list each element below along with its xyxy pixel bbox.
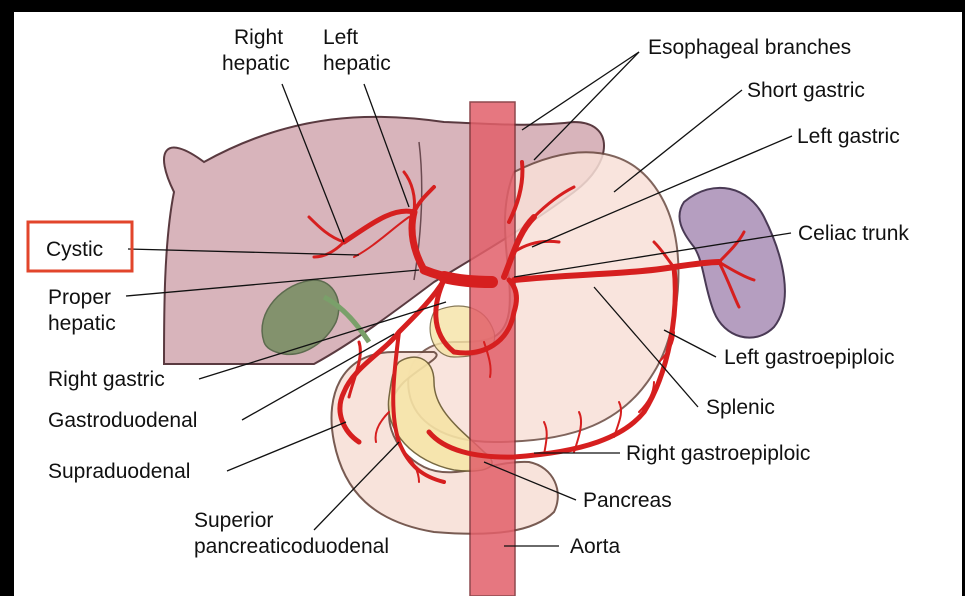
label-supraduodenal: Supraduodenal bbox=[48, 460, 190, 483]
aorta-shape bbox=[470, 102, 515, 596]
label-left-hepatic-line2: hepatic bbox=[323, 52, 391, 75]
anatomy-svg: Right hepatic Left hepatic Esophageal br… bbox=[14, 12, 962, 596]
label-left-gastric: Left gastric bbox=[797, 125, 900, 148]
label-proper-hepatic-line1: Proper bbox=[48, 286, 111, 309]
label-esophageal-branches: Esophageal branches bbox=[648, 36, 851, 59]
label-right-hepatic-line2: hepatic bbox=[222, 52, 290, 75]
label-right-gastroepiploic: Right gastroepiploic bbox=[626, 442, 810, 465]
label-superior-pancreaticoduodenal-line2: pancreaticoduodenal bbox=[194, 535, 389, 558]
diagram-canvas: Right hepatic Left hepatic Esophageal br… bbox=[14, 12, 962, 596]
label-right-hepatic-line1: Right bbox=[234, 26, 283, 49]
label-proper-hepatic-line2: hepatic bbox=[48, 312, 116, 335]
label-pancreas: Pancreas bbox=[583, 489, 672, 512]
label-aorta: Aorta bbox=[570, 535, 621, 558]
label-right-gastric: Right gastric bbox=[48, 368, 165, 391]
label-celiac-trunk: Celiac trunk bbox=[798, 222, 909, 245]
label-cystic: Cystic bbox=[46, 238, 103, 261]
label-gastroduodenal: Gastroduodenal bbox=[48, 409, 197, 432]
label-short-gastric: Short gastric bbox=[747, 79, 865, 102]
label-splenic: Splenic bbox=[706, 396, 775, 419]
label-left-hepatic-line1: Left bbox=[323, 26, 358, 49]
label-left-gastroepiploic: Left gastroepiploic bbox=[724, 346, 894, 369]
label-superior-pancreaticoduodenal-line1: Superior bbox=[194, 509, 273, 532]
